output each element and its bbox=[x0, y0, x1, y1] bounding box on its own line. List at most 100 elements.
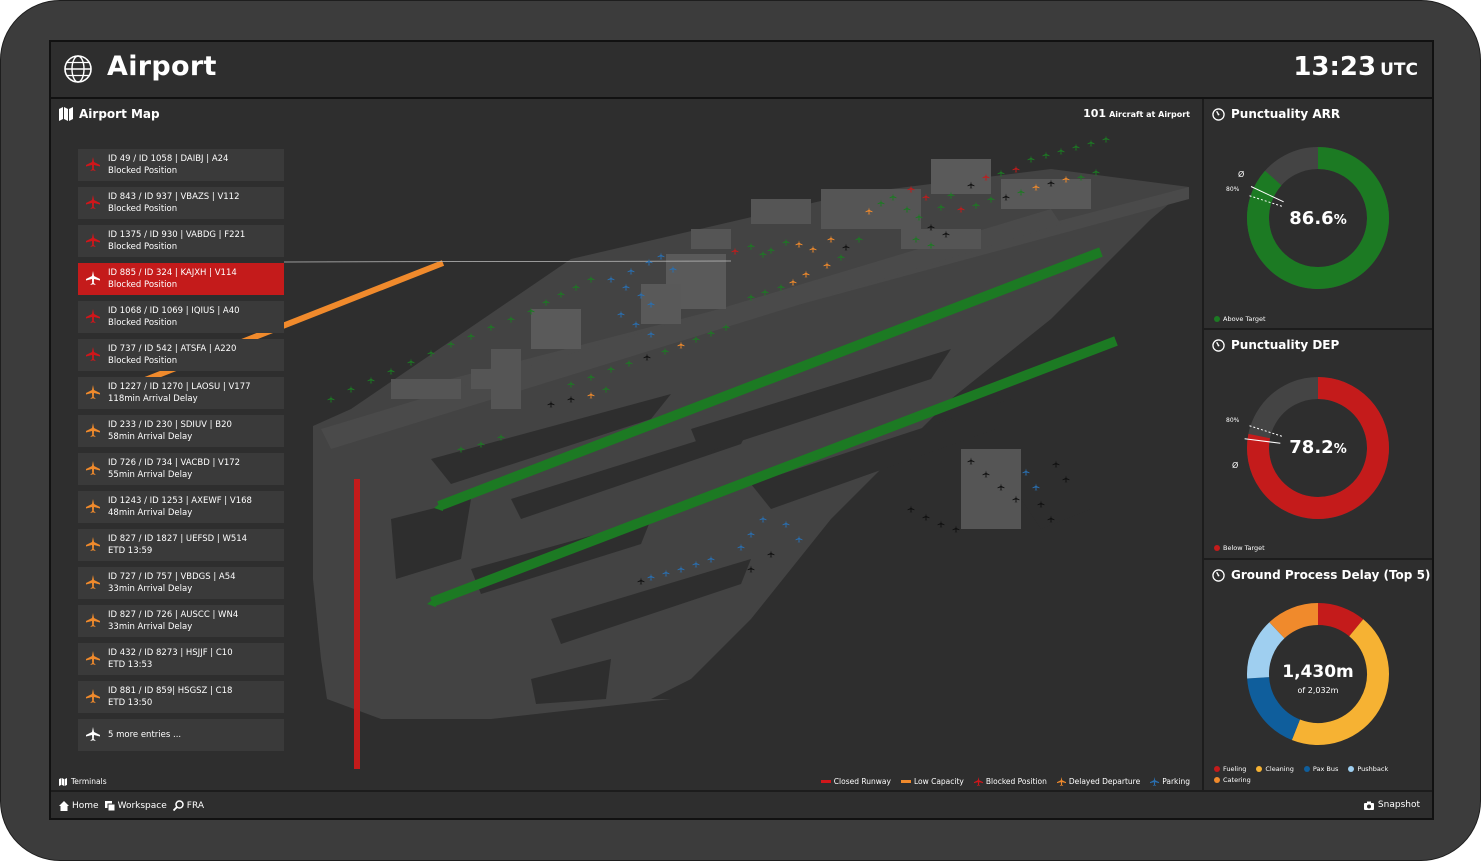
aircraft-marker[interactable] bbox=[637, 577, 645, 585]
aircraft-marker[interactable] bbox=[467, 332, 475, 340]
aircraft-marker[interactable] bbox=[922, 193, 930, 201]
aircraft-marker[interactable] bbox=[1012, 495, 1020, 503]
more-entries-button[interactable]: 5 more entries ... bbox=[78, 719, 284, 751]
aircraft-marker[interactable] bbox=[1087, 139, 1095, 147]
aircraft-marker[interactable] bbox=[1032, 483, 1040, 491]
aircraft-marker[interactable] bbox=[795, 240, 803, 248]
aircraft-marker[interactable] bbox=[1047, 515, 1055, 523]
aircraft-marker[interactable] bbox=[457, 445, 465, 453]
aircraft-marker[interactable] bbox=[737, 543, 745, 551]
aircraft-marker[interactable] bbox=[1042, 151, 1050, 159]
aircraft-marker[interactable] bbox=[957, 205, 965, 213]
aircraft-marker[interactable] bbox=[1092, 168, 1100, 176]
aircraft-marker[interactable] bbox=[855, 235, 863, 243]
aircraft-marker[interactable] bbox=[1002, 193, 1010, 201]
aircraft-marker[interactable] bbox=[1062, 175, 1070, 183]
aircraft-marker[interactable] bbox=[607, 275, 615, 283]
aircraft-marker[interactable] bbox=[645, 258, 653, 266]
aircraft-marker[interactable] bbox=[967, 181, 975, 189]
aircraft-marker[interactable] bbox=[407, 358, 415, 366]
aircraft-marker[interactable] bbox=[927, 241, 935, 249]
aircraft-marker[interactable] bbox=[692, 335, 700, 343]
aircraft-marker[interactable] bbox=[837, 253, 845, 261]
snapshot-button[interactable]: Snapshot bbox=[1363, 800, 1420, 810]
aircraft-marker[interactable] bbox=[643, 353, 651, 361]
aircraft-marker[interactable] bbox=[542, 298, 550, 306]
aircraft-marker[interactable] bbox=[617, 310, 625, 318]
aircraft-marker[interactable] bbox=[587, 275, 595, 283]
aircraft-marker[interactable] bbox=[747, 530, 755, 538]
aircraft-marker[interactable] bbox=[447, 340, 455, 348]
aircraft-marker[interactable] bbox=[759, 250, 767, 258]
aircraft-marker[interactable] bbox=[572, 283, 580, 291]
aircraft-marker[interactable] bbox=[647, 300, 655, 308]
aircraft-marker[interactable] bbox=[707, 555, 715, 563]
aircraft-marker[interactable] bbox=[972, 201, 980, 209]
aircraft-marker[interactable] bbox=[759, 515, 767, 523]
aircraft-marker[interactable] bbox=[827, 235, 835, 243]
aircraft-marker[interactable] bbox=[937, 520, 945, 528]
aircraft-marker[interactable] bbox=[625, 359, 633, 367]
aircraft-marker[interactable] bbox=[587, 373, 595, 381]
home-button[interactable]: Home bbox=[59, 800, 99, 811]
aircraft-marker[interactable] bbox=[1017, 188, 1025, 196]
aircraft-marker[interactable] bbox=[707, 329, 715, 337]
aircraft-marker[interactable] bbox=[877, 199, 885, 207]
aircraft-marker[interactable] bbox=[947, 191, 955, 199]
aircraft-marker[interactable] bbox=[809, 245, 817, 253]
aircraft-marker[interactable] bbox=[567, 395, 575, 403]
aircraft-marker[interactable] bbox=[987, 195, 995, 203]
aircraft-marker[interactable] bbox=[637, 291, 645, 299]
aircraft-marker[interactable] bbox=[747, 565, 755, 573]
aircraft-marker[interactable] bbox=[997, 169, 1005, 177]
aircraft-marker[interactable] bbox=[907, 185, 915, 193]
aircraft-marker[interactable] bbox=[802, 270, 810, 278]
aircraft-marker[interactable] bbox=[547, 400, 555, 408]
aircraft-marker[interactable] bbox=[627, 267, 635, 275]
aircraft-marker[interactable] bbox=[607, 365, 615, 373]
aircraft-marker[interactable] bbox=[722, 323, 730, 331]
aircraft-marker[interactable] bbox=[823, 261, 831, 269]
aircraft-marker[interactable] bbox=[747, 242, 755, 250]
aircraft-marker[interactable] bbox=[907, 505, 915, 513]
aircraft-marker[interactable] bbox=[865, 207, 873, 215]
aircraft-marker[interactable] bbox=[661, 347, 669, 355]
aircraft-marker[interactable] bbox=[782, 520, 790, 528]
workspace-button[interactable]: Workspace bbox=[104, 800, 167, 811]
aircraft-marker[interactable] bbox=[842, 243, 850, 251]
aircraft-marker[interactable] bbox=[761, 288, 769, 296]
aircraft-marker[interactable] bbox=[967, 457, 975, 465]
airport-map[interactable] bbox=[51, 99, 1202, 790]
aircraft-marker[interactable] bbox=[889, 193, 897, 201]
aircraft-marker[interactable] bbox=[982, 470, 990, 478]
aircraft-marker[interactable] bbox=[587, 391, 595, 399]
aircraft-marker[interactable] bbox=[387, 367, 395, 375]
aircraft-marker[interactable] bbox=[1077, 173, 1085, 181]
aircraft-marker[interactable] bbox=[942, 230, 950, 238]
aircraft-marker[interactable] bbox=[1037, 500, 1045, 508]
aircraft-marker[interactable] bbox=[1012, 165, 1020, 173]
aircraft-marker[interactable] bbox=[347, 385, 355, 393]
aircraft-marker[interactable] bbox=[1052, 460, 1060, 468]
aircraft-markers[interactable] bbox=[327, 135, 1110, 585]
aircraft-marker[interactable] bbox=[632, 320, 640, 328]
aircraft-marker[interactable] bbox=[767, 246, 775, 254]
aircraft-marker[interactable] bbox=[997, 483, 1005, 491]
aircraft-marker[interactable] bbox=[1062, 475, 1070, 483]
aircraft-marker[interactable] bbox=[915, 213, 923, 221]
aircraft-marker[interactable] bbox=[477, 440, 485, 448]
aircraft-marker[interactable] bbox=[982, 173, 990, 181]
aircraft-marker[interactable] bbox=[1102, 135, 1110, 143]
aircraft-marker[interactable] bbox=[669, 265, 677, 273]
